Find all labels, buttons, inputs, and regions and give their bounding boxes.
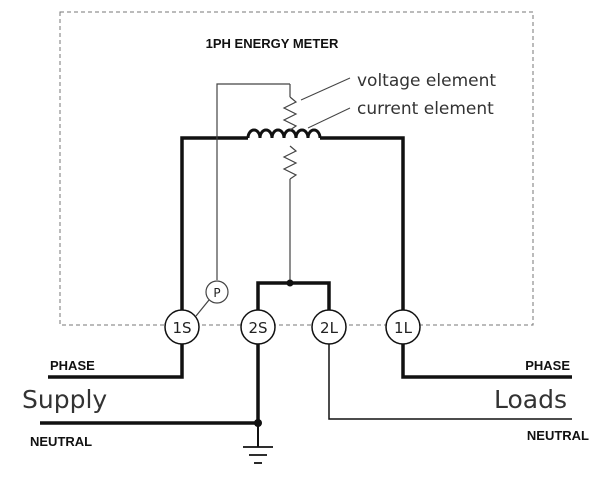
phase-right-label: PHASE	[525, 358, 570, 373]
pressure-lead	[216, 83, 290, 280]
svg-text:2L: 2L	[320, 319, 339, 337]
voltage-element-zigzag-upper	[282, 96, 298, 131]
current-element-label: current element	[357, 99, 494, 119]
pressure-coil-label: P	[213, 286, 220, 300]
pressure-coil-circle	[205, 280, 229, 304]
phase-left-label: PHASE	[50, 358, 95, 373]
terminal-2s: 2S	[240, 309, 276, 345]
phase-in-wire	[180, 136, 248, 320]
terminal-1s: 1S	[164, 309, 200, 345]
terminal-1l: 1L	[385, 309, 421, 345]
current-coil	[246, 128, 322, 139]
supply-phase-wire	[48, 344, 184, 379]
terminal-2l: 2L	[311, 309, 347, 345]
meter-enclosure	[59, 11, 534, 326]
supply-label: Supply	[22, 385, 107, 414]
meter-title: 1PH ENERGY METER	[206, 36, 339, 51]
svg-text:1L: 1L	[394, 319, 413, 337]
load-phase-wire	[401, 344, 572, 379]
neutral-bridge	[256, 281, 331, 313]
ground-icon	[243, 423, 273, 464]
voltage-element-label: voltage element	[357, 71, 496, 91]
loads-label: Loads	[494, 385, 567, 414]
current-pointer	[307, 107, 351, 129]
svg-text:1S: 1S	[172, 319, 191, 337]
pressure-to-1s	[195, 299, 210, 317]
load-neutral-wire	[328, 344, 572, 420]
svg-text:2S: 2S	[248, 319, 267, 337]
voltage-element-zigzag-lower	[282, 145, 298, 180]
voltage-pointer	[300, 77, 351, 101]
neutral-left-label: NEUTRAL	[30, 434, 92, 449]
phase-out-wire	[320, 136, 405, 320]
neutral-right-label: NEUTRAL	[527, 428, 589, 443]
